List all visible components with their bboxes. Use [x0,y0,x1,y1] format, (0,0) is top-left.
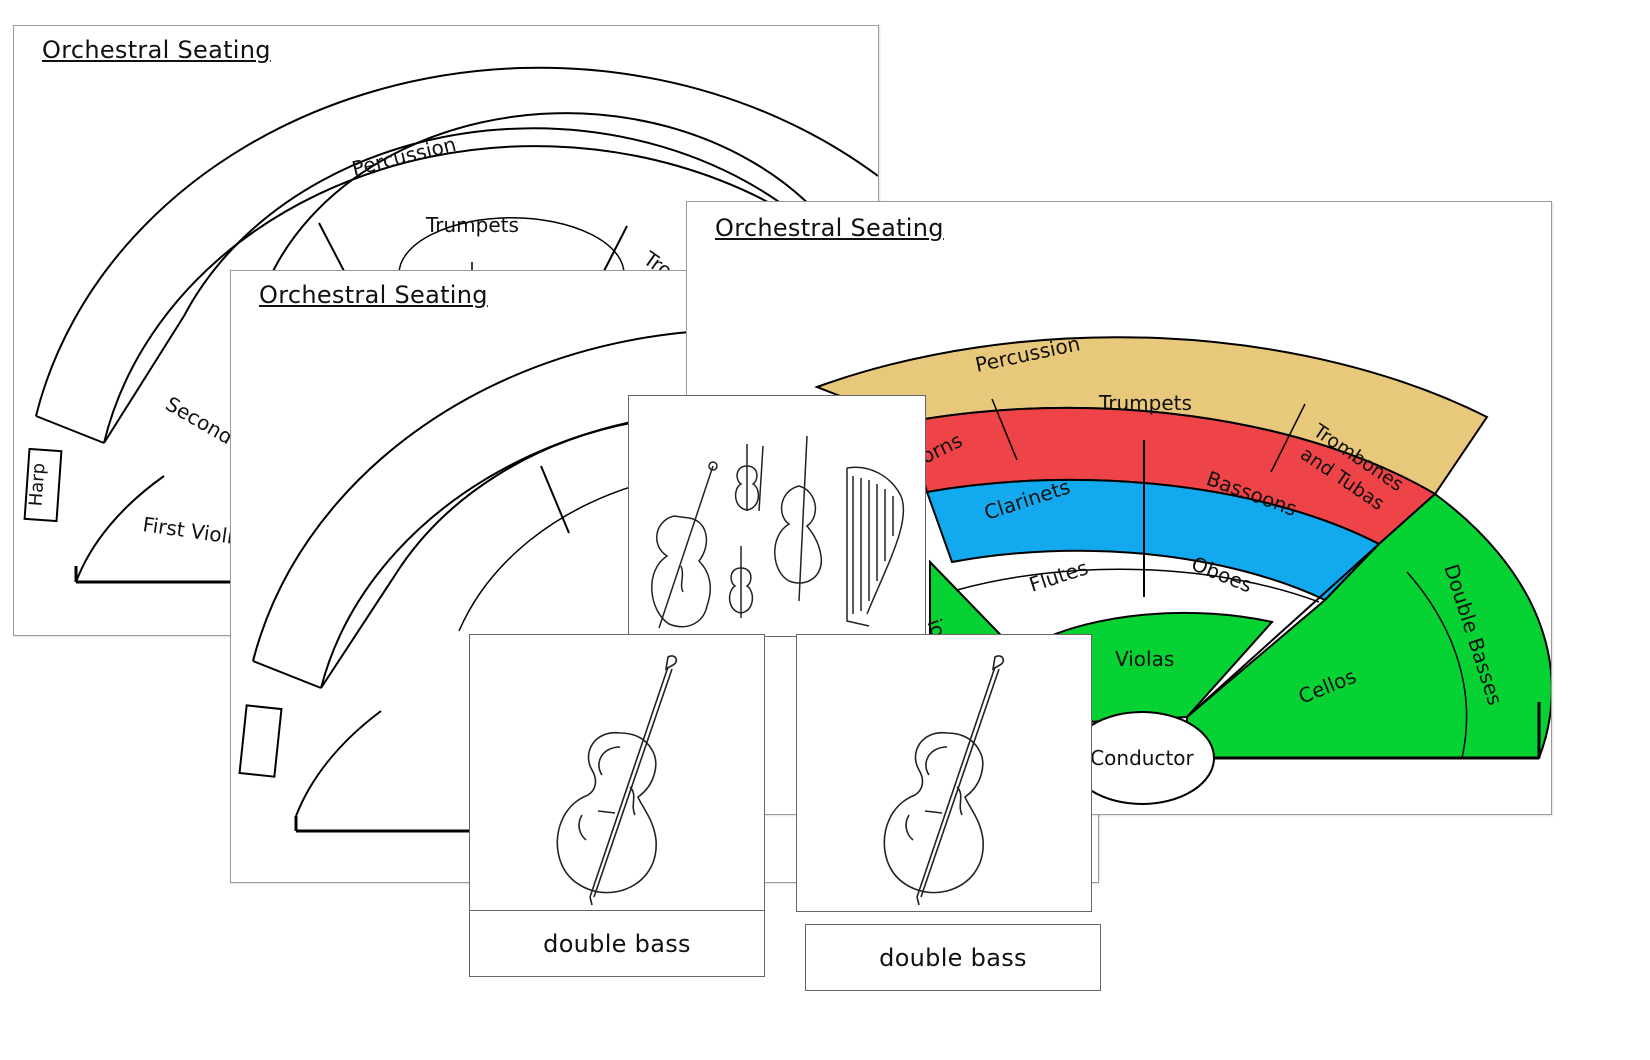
cello-icon [774,435,822,602]
back-first-violins-section [75,475,165,583]
flutes-label: Flutes [1026,555,1091,596]
violin-icon [734,444,764,512]
violas-label: Violas [1115,647,1174,671]
violas-section [1035,611,1274,724]
back-trumpets-label: Trumpets [425,213,519,237]
middle-harp-box [238,704,283,778]
color-seating-chart: Percussion orns Trumpets Trombones and T… [686,201,1552,815]
back-harp-label: Harp [26,462,50,507]
double-bass-label-card-right[interactable]: double bass [805,924,1101,991]
back-second-violins-label: Second [162,392,238,450]
double-bass-picture-card-right [796,634,1092,912]
double-bass-picture-card-left [469,634,765,912]
back-percussion-section [35,66,878,417]
back-chart-title: Orchestral Seating [42,36,271,64]
back-percussion-label: Percussion [349,132,458,181]
middle-chart-title: Orchestral Seating [259,281,488,309]
harp-icon [846,466,905,627]
back-second-violins-section [103,315,185,444]
back-harp-box: Harp [23,447,63,523]
viola-icon [728,546,754,618]
double-bass-icon [651,461,718,629]
conductor-label: Conductor [1090,746,1194,770]
color-chart-title: Orchestral Seating [715,214,944,242]
double-bass-icon [556,655,678,906]
double-bass-icon [883,655,1005,906]
color-seating-diagram: Percussion orns Trumpets Trombones and T… [814,331,1551,805]
double-bass-label-card-left[interactable]: double bass [469,910,765,977]
trumpets-label: Trumpets [1098,391,1192,415]
string-family-card [628,395,926,637]
